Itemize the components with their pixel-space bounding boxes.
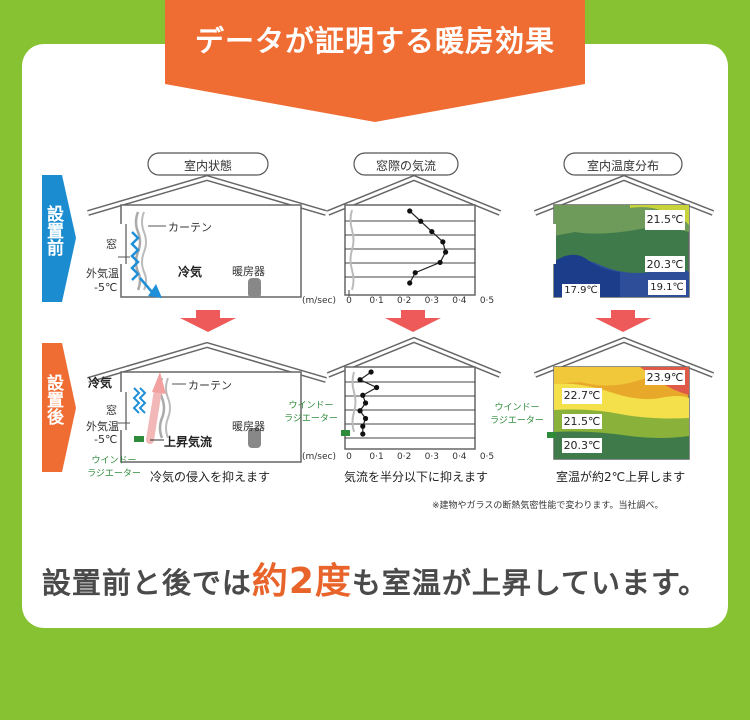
airflow-point-after-5: [362, 400, 369, 406]
airflow-point-before-7: [412, 270, 418, 276]
temp-before-2: 20.3℃: [646, 258, 684, 271]
curtain-label-before: カーテン: [168, 221, 212, 234]
airflow-point-before-6: [437, 259, 443, 266]
airflow-point-before-2: [418, 218, 424, 224]
row-label-before: 設置前: [42, 205, 64, 261]
summary-part1: 設置前と後では: [41, 566, 252, 600]
temp-after-2: 22.7℃: [563, 389, 601, 402]
airflow-point-before-3: [429, 228, 435, 235]
airflow-points-before: [407, 208, 449, 286]
airflow-tick-after-3: 0·3: [424, 452, 439, 462]
temp-after-4: 20.3℃: [563, 439, 601, 452]
airflow-tick-after-0: 0: [346, 452, 352, 462]
house-airflow-before: [326, 174, 502, 296]
header-pill-airflow: [353, 152, 459, 176]
house-room-before: [87, 174, 327, 298]
airflow-tick-after-5: 0·5: [479, 452, 495, 462]
airflow-tick-before-1: 0·1: [369, 296, 384, 306]
window-label-after: 窓: [106, 404, 117, 417]
radiator-label-room: ウインドー ラジエーター: [84, 455, 144, 481]
radiator-label-airflow-line2: ラジエーター: [284, 414, 338, 424]
window-label-before: 窓: [106, 238, 117, 251]
airflow-tick-before-3: 0·3: [424, 296, 439, 306]
radiator-label-airflow-line1: ウインドー: [288, 401, 334, 411]
before-tab: [42, 175, 76, 302]
airflow-point-before-4: [440, 239, 446, 245]
house-temp-before: [533, 174, 715, 298]
airflow-point-after-2: [357, 377, 363, 383]
temp-before-1: 21.5℃: [646, 213, 684, 226]
airflow-tick-before-2: 0·2: [397, 296, 412, 306]
column-header-room: 室内状態: [183, 159, 232, 173]
radiator-label-airflow: ウインドー ラジエーター: [280, 400, 342, 426]
radiator-label-temp-line2: ラジエーター: [490, 416, 544, 426]
content-panel: [22, 44, 728, 628]
caption-room-after: 冷気の侵入を抑えます: [150, 470, 271, 484]
header-pill-room: [147, 152, 269, 176]
outside-temp-value-before: -5℃: [94, 281, 118, 294]
airflow-tick-before-5: 0·5: [479, 296, 495, 306]
airflow-unit-after: (m/sec): [302, 452, 336, 462]
airflow-point-after-3: [374, 384, 380, 391]
cold-air-label-after: 冷気: [88, 376, 113, 390]
house-airflow-after: [326, 336, 502, 450]
airflow-tick-before-0: 0: [346, 296, 352, 306]
caption-temp-after: 室温が約2℃上昇します: [556, 470, 686, 484]
airflow-tick-after-2: 0·2: [397, 452, 412, 462]
cold-air-label-before: 冷気: [178, 265, 203, 279]
row-label-before-text: 設置前: [43, 205, 63, 256]
curtain-label-after: カーテン: [188, 379, 232, 392]
airflow-point-after-1: [368, 369, 374, 375]
temp-before-3: 17.9℃: [564, 285, 598, 296]
house-temp-after: [533, 336, 715, 460]
house-room-after: [87, 341, 327, 463]
airflow-points-after: [357, 369, 380, 437]
caption-airflow-after: 気流を半分以下に抑えます: [344, 470, 489, 484]
outside-temp-label-after: 外気温: [86, 420, 119, 433]
airflow-tick-after-4: 0·4: [452, 452, 467, 462]
heater-label-after: 暖房器: [232, 420, 265, 433]
airflow-point-after-8: [360, 423, 366, 429]
airflow-point-after-9: [360, 431, 366, 437]
header-pill-temp: [563, 152, 683, 176]
rising-air-label: 上昇気流: [164, 435, 213, 449]
airflow-tick-before-4: 0·4: [452, 296, 467, 306]
summary-highlight: 約2度: [251, 561, 352, 602]
airflow-point-after-6: [357, 408, 363, 414]
heater-label-before: 暖房器: [232, 265, 265, 278]
page-title: データが証明する暖房効果: [194, 24, 555, 58]
row-label-after-text: 設置後: [43, 374, 63, 425]
column-header-airflow: 窓際の気流: [375, 159, 436, 173]
bottom-chevron: [22, 628, 728, 695]
column-header-temp: 室内温度分布: [586, 159, 659, 173]
radiator-label-room-line2: ラジエーター: [87, 469, 141, 479]
radiator-label-room-line1: ウインドー: [91, 456, 137, 466]
radiator-label-temp-line1: ウインドー: [494, 403, 540, 413]
title-banner: [165, 0, 585, 122]
radiator-label-temp: ウインドー ラジエーター: [486, 402, 548, 428]
temp-after-3: 21.5℃: [563, 415, 601, 428]
outside-temp-label-before: 外気温: [86, 267, 119, 280]
airflow-unit-before: (m/sec): [302, 296, 336, 306]
airflow-point-after-7: [362, 415, 369, 422]
after-tab: [42, 343, 76, 472]
airflow-tick-after-1: 0·1: [369, 452, 384, 462]
summary-part2: も室温が上昇しています。: [351, 566, 709, 600]
airflow-point-after-4: [360, 392, 366, 398]
row-label-after: 設置後: [42, 374, 64, 430]
footnote: ※建物やガラスの断熱気密性能で変わります。当社調べ。: [432, 501, 664, 511]
transition-arrows: [180, 310, 651, 332]
temp-before-4: 19.1℃: [650, 282, 684, 293]
airflow-point-before-8: [407, 280, 413, 286]
temp-after-1: 23.9℃: [646, 371, 684, 384]
airflow-point-before-5: [443, 249, 449, 255]
summary-headline: 設置前と後では約2度も室温が上昇しています。: [22, 552, 728, 604]
outside-temp-value-after: -5℃: [94, 433, 118, 446]
airflow-point-before-1: [407, 208, 413, 214]
